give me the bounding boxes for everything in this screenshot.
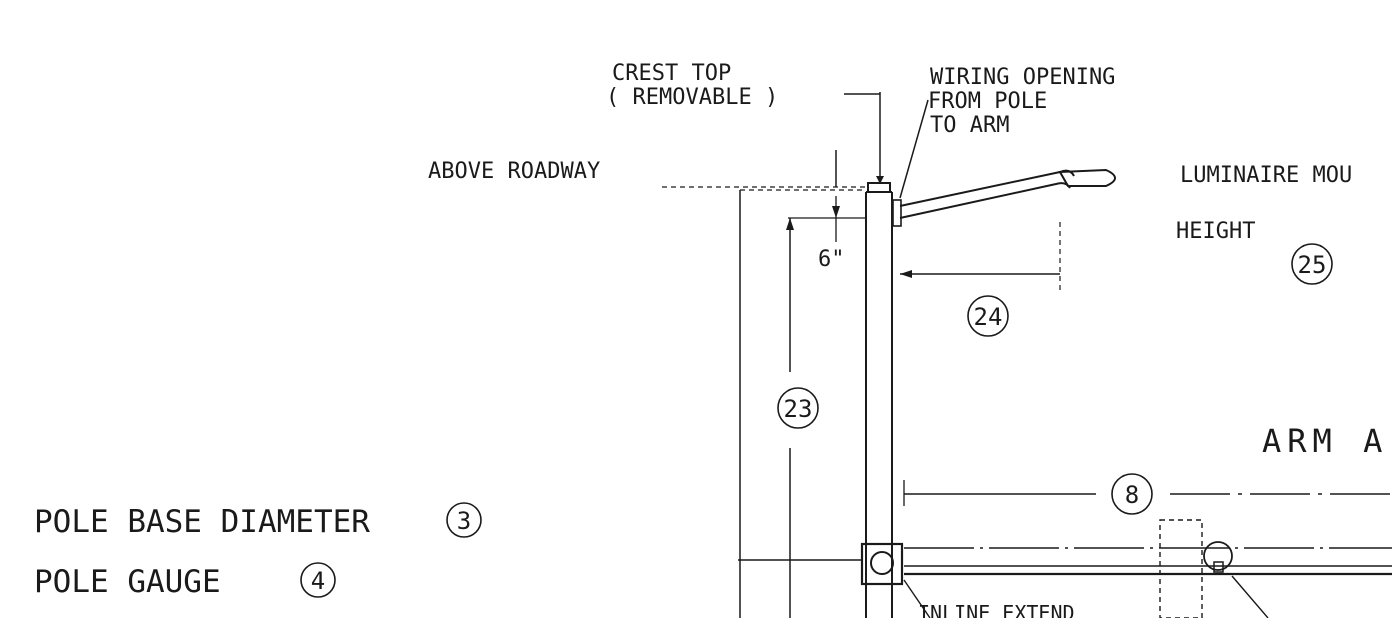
offset-dimension — [903, 480, 1392, 506]
pole-gauge-label: POLE GAUGE — [34, 564, 221, 600]
crest-top-cap — [844, 92, 891, 193]
luminaire-arm — [899, 168, 1116, 219]
crest-top-removable-label: ( REMOVABLE ) — [606, 85, 778, 110]
six-inch-dimension-lines — [832, 196, 840, 242]
overall-height-dimension — [739, 189, 866, 618]
arm-label: ARM A — [1262, 422, 1388, 460]
arm-length-dimension — [900, 222, 1061, 294]
luminaire-head — [1058, 168, 1116, 187]
callout-25: 25 — [1291, 243, 1333, 285]
luminaire-mounting-label: LUMINAIRE MOU — [1180, 163, 1352, 188]
junction-box — [1159, 519, 1269, 618]
svg-text:25: 25 — [1298, 251, 1327, 279]
callout-23: 23 — [777, 387, 819, 429]
svg-text:24: 24 — [974, 303, 1003, 331]
callout-8: 8 — [1111, 473, 1153, 515]
svg-text:3: 3 — [457, 507, 471, 535]
callout-3: 3 — [446, 502, 482, 538]
base-assembly — [738, 542, 1392, 618]
svg-text:4: 4 — [311, 567, 325, 595]
height-label: HEIGHT — [1176, 219, 1255, 244]
pole-base-diameter-label: POLE BASE DIAMETER — [34, 504, 370, 540]
svg-text:8: 8 — [1125, 481, 1139, 509]
callout-24: 24 — [967, 295, 1009, 337]
above-roadway-label: ABOVE ROADWAY — [428, 159, 600, 184]
crest-top-label: CREST TOP — [612, 61, 731, 86]
callout-4: 4 — [300, 562, 336, 598]
bottom-partial-label: INLINE EXTEND — [918, 601, 1075, 618]
six-inch-dimension: 6" — [818, 247, 845, 272]
wiring-opening-label: WIRING OPENING — [930, 65, 1115, 90]
to-arm-label: TO ARM — [930, 113, 1009, 138]
shaft-height-dimension — [786, 217, 866, 618]
svg-text:23: 23 — [784, 395, 813, 423]
wiring-opening-leader — [892, 99, 929, 227]
from-pole-label: FROM POLE — [928, 89, 1047, 114]
